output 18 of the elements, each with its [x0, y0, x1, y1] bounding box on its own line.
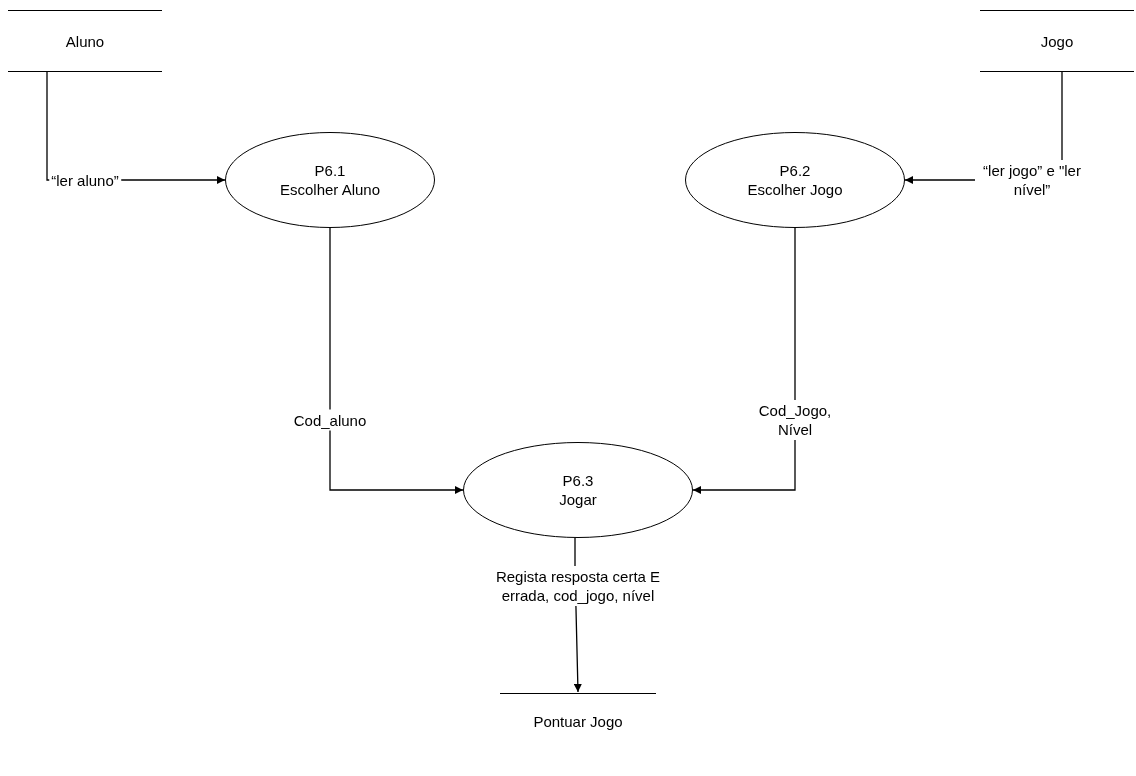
process-ellipse [463, 442, 693, 538]
process-label: Escolher Aluno [279, 180, 381, 199]
store-name: Jogo [1040, 31, 1074, 51]
store-name: Pontuar Jogo [533, 712, 623, 731]
process-ellipse [225, 132, 435, 228]
process-label: P6.2 [779, 161, 811, 180]
store-name: Aluno [65, 31, 105, 51]
arrow [329, 227, 464, 494]
process-label: Escolher Jogo [747, 180, 843, 199]
edge-label: Cod_aluno [291, 409, 369, 431]
process-label: P6.3 [562, 471, 594, 490]
process-label: Jogar [559, 490, 597, 509]
arrow [692, 227, 796, 494]
data-store [980, 10, 1134, 72]
data-store [500, 693, 656, 731]
data-store [8, 10, 162, 72]
process-ellipse [685, 132, 905, 228]
process-label: P6.1 [314, 161, 346, 180]
